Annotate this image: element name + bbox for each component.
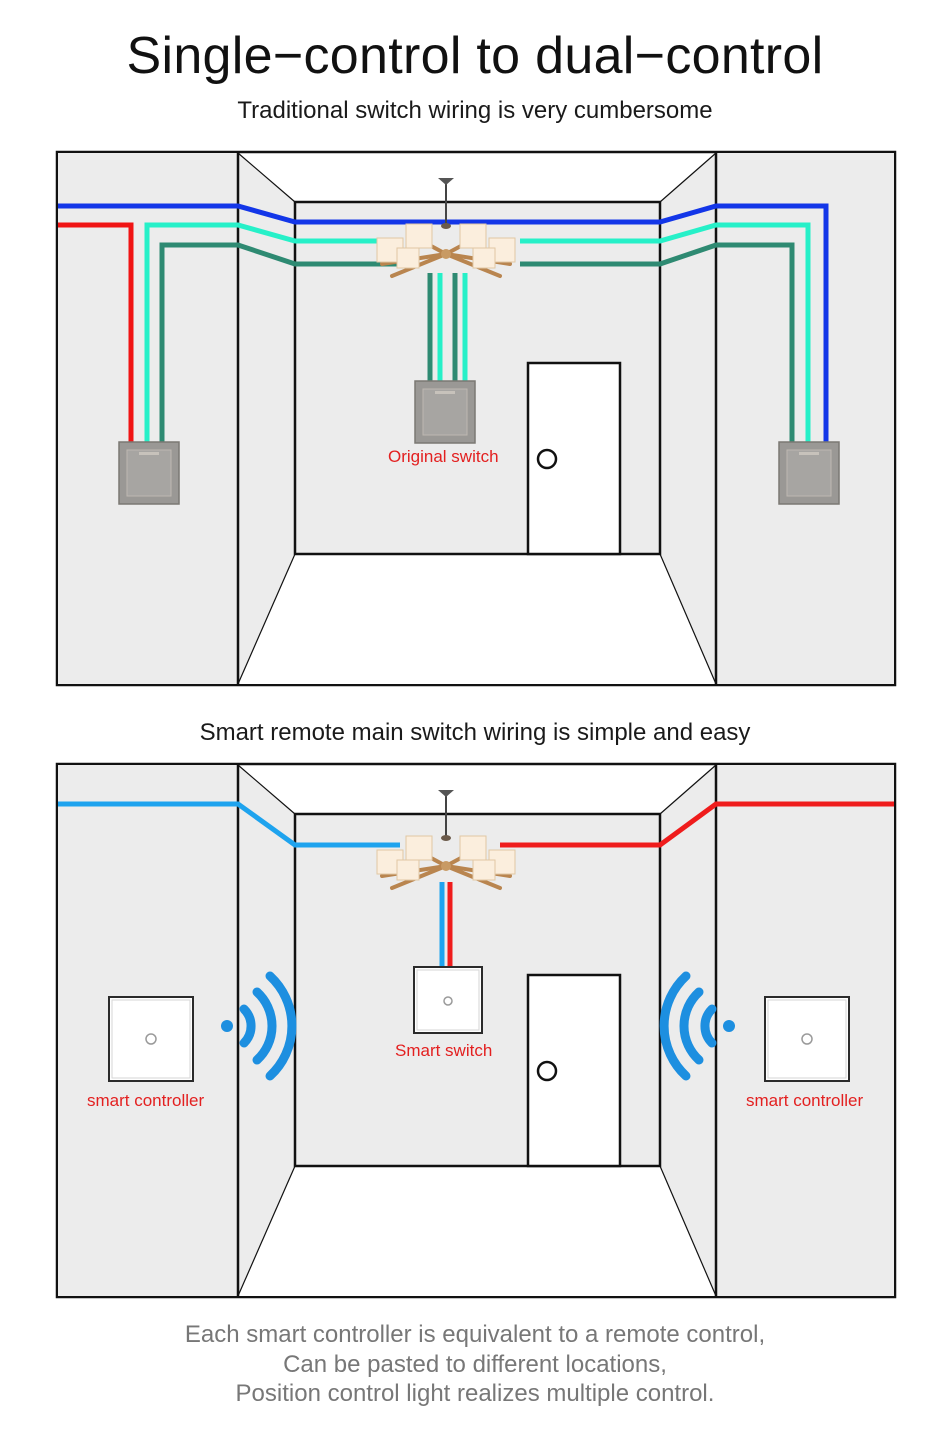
left-switch-icon (118, 441, 180, 505)
chandelier-icon (376, 178, 516, 278)
smart-wires (58, 801, 894, 967)
original-switch-icon (414, 380, 476, 444)
left-smart-controller-icon (108, 996, 194, 1082)
right-switch-icon (778, 441, 840, 505)
chandelier-icon (376, 790, 516, 890)
smart-switch-label: Smart switch (395, 1041, 493, 1060)
original-switch-label: Original switch (388, 447, 499, 466)
wifi-signal-icon-right (659, 971, 735, 1081)
door-knob (536, 448, 558, 470)
page-title: Single−control to dual−control (126, 27, 824, 85)
traditional-subtitle: Traditional switch wiring is very cumber… (237, 97, 713, 124)
wire-aqua-left (144, 222, 400, 442)
wire-red (500, 801, 894, 848)
traditional-wiring-diagram: Original switch (0, 148, 950, 693)
wire-blue (58, 801, 400, 848)
right-smart-controller-label: smart controller (746, 1091, 864, 1110)
footer-line: Can be pasted to different locations, (283, 1350, 667, 1378)
footer-line: Each smart controller is equivalent to a… (184, 1321, 766, 1348)
wire-teal-left (159, 242, 400, 442)
smart-subtitle: Smart remote main switch wiring is simpl… (199, 719, 751, 746)
left-smart-controller-label: smart controller (87, 1091, 205, 1110)
smart-switch-icon (413, 966, 483, 1034)
traditional-room-illustration (55, 150, 897, 687)
smart-wiring-diagram: smart controller Smart switch smart cont… (0, 760, 950, 1305)
wire-aqua-right (520, 222, 811, 442)
wire-blue (58, 203, 829, 442)
footer-description: Each smart controller is equivalent to a… (0, 1320, 950, 1409)
smart-room-illustration (55, 762, 897, 1299)
wire-teal-right (520, 242, 795, 442)
wifi-signal-icon-left (221, 971, 297, 1081)
door (526, 973, 622, 1168)
wire-red (58, 222, 134, 442)
right-smart-controller-icon (764, 996, 850, 1082)
door-knob (536, 1060, 558, 1082)
traditional-wires (58, 203, 829, 442)
door (526, 361, 622, 556)
footer-line: Position control light realizes multiple… (235, 1380, 715, 1407)
